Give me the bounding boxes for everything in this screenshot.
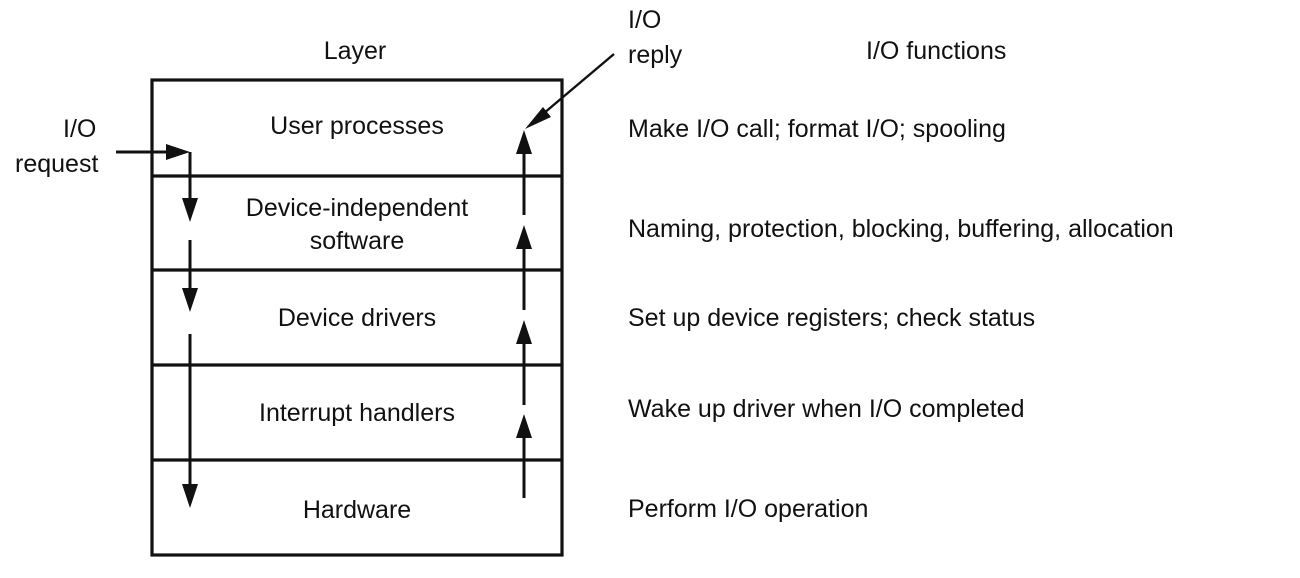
io-request-arrowhead [166, 144, 190, 160]
layer-name-user-processes: User processes [270, 112, 444, 140]
layer-function-interrupt-handlers: Wake up driver when I/O completed [628, 395, 1024, 423]
layer-name-device-drivers: Device drivers [278, 304, 436, 332]
io-request-label-line2: request [15, 150, 98, 178]
column-header-layer: Layer [324, 37, 387, 65]
layer-name-device-independent-software-line2: software [310, 227, 404, 255]
layer-function-user-processes: Make I/O call; format I/O; spooling [628, 115, 1006, 143]
layer-name-device-independent-software-line1: Device-independent [246, 194, 468, 222]
request-arrowhead-2 [182, 288, 198, 312]
io-reply-label-line2: reply [628, 41, 683, 69]
reply-arrowhead-1 [516, 414, 532, 438]
io-reply-pointer-line [536, 53, 615, 120]
request-arrowhead-3 [182, 484, 198, 508]
layer-function-device-independent-software: Naming, protection, blocking, buffering,… [628, 215, 1174, 243]
io-reply-label-line1: I/O [628, 6, 661, 34]
request-arrowhead-1 [182, 198, 198, 222]
layer-function-hardware: Perform I/O operation [628, 495, 868, 523]
layer-name-interrupt-handlers: Interrupt handlers [259, 399, 455, 427]
column-header-io-functions: I/O functions [866, 37, 1006, 65]
layer-stack-outline [150, 78, 564, 557]
reply-arrowhead-4 [516, 130, 532, 154]
io-reply-arrowhead [525, 107, 551, 129]
io-request-label-line1: I/O [63, 115, 96, 143]
layer-name-hardware: Hardware [303, 496, 411, 524]
layer-function-device-drivers: Set up device registers; check status [628, 304, 1035, 332]
reply-arrowhead-3 [516, 225, 532, 249]
reply-arrowhead-2 [516, 320, 532, 344]
